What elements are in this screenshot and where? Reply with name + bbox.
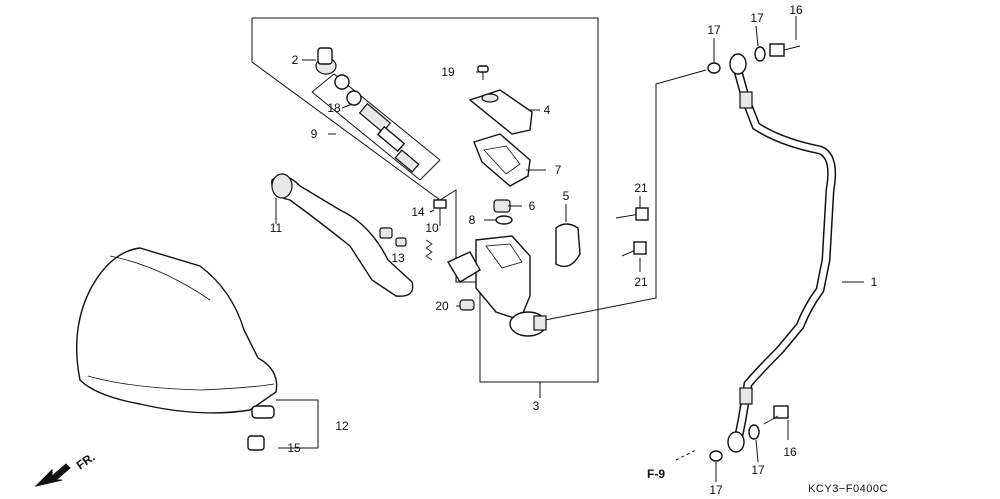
front-direction-label: FR. [74, 450, 98, 473]
label-part-8: 8 [469, 213, 476, 227]
diagram-code: KCY3−F0400C [808, 483, 888, 495]
label-part-12: 12 [335, 419, 349, 433]
label-part-14: 14 [411, 205, 425, 219]
front-direction-arrow: FR. [34, 450, 98, 487]
assembly-outline [251, 17, 599, 398]
part-17-washer-upper-left [707, 62, 721, 74]
label-part-3: 3 [533, 399, 540, 413]
label-part-13: 13 [391, 251, 405, 265]
part-9-piston-kit [311, 73, 441, 181]
leader-hose [529, 69, 707, 324]
label-part-17-lower-left: 17 [709, 483, 723, 497]
label-part-15: 15 [287, 441, 301, 455]
label-part-16-lower: 16 [783, 445, 797, 459]
master-cylinder-body [446, 235, 547, 337]
label-part-10: 10 [425, 221, 439, 235]
label-part-16-upper: 16 [789, 3, 803, 17]
part-4-reservoir-cap [468, 89, 533, 135]
leader-lines [275, 16, 864, 482]
part-2-boot [315, 47, 337, 75]
label-part-7: 7 [555, 163, 562, 177]
label-part-9: 9 [311, 127, 318, 141]
part-16-bolt-upper [769, 43, 801, 57]
label-part-17-lower-right: 17 [751, 463, 765, 477]
label-part-1: 1 [871, 275, 878, 289]
label-part-2: 2 [292, 53, 299, 67]
label-part-17-upper-right: 17 [750, 11, 764, 25]
part-17-washer-lower-left [709, 450, 723, 462]
part-10-spring [425, 239, 433, 261]
part-1-brake-hose [727, 53, 837, 453]
part-6-float [493, 199, 511, 213]
label-part-20: 20 [435, 299, 449, 313]
label-part-6: 6 [529, 199, 536, 213]
label-part-4: 4 [544, 103, 551, 117]
part-19-screw [477, 65, 489, 80]
label-part-21-upper: 21 [634, 181, 648, 195]
part-20-cap [459, 299, 475, 311]
part-16-bolt-lower [763, 405, 789, 425]
part-5-holder [555, 223, 581, 268]
leader-12-bracket [276, 399, 319, 448]
label-part-17-upper-left: 17 [707, 23, 721, 37]
part-17-washer-lower-right [748, 424, 760, 440]
part-15-nut [247, 435, 265, 451]
label-part-18: 18 [327, 101, 341, 115]
part-21-bolt-upper [615, 207, 649, 221]
label-part-11: 11 [270, 221, 283, 235]
part-14-pivot-bolt [433, 199, 447, 226]
part-8-o-ring [495, 215, 513, 225]
label-part-5: 5 [563, 189, 570, 203]
part-17-washer-upper-right [754, 46, 766, 62]
reference-label: F-9 [647, 467, 665, 481]
label-part-21-lower: 21 [634, 275, 648, 289]
part-12-knuckle-guard [76, 247, 278, 419]
part-21-bolt-lower [621, 241, 647, 257]
part-13-collar [379, 227, 407, 247]
label-part-19: 19 [441, 65, 455, 79]
part-7-diaphragm [473, 133, 531, 187]
part-labels: 2 9 18 19 4 7 5 6 8 14 10 11 13 20 3 12 … [270, 3, 878, 497]
part-11-lever [271, 173, 414, 297]
